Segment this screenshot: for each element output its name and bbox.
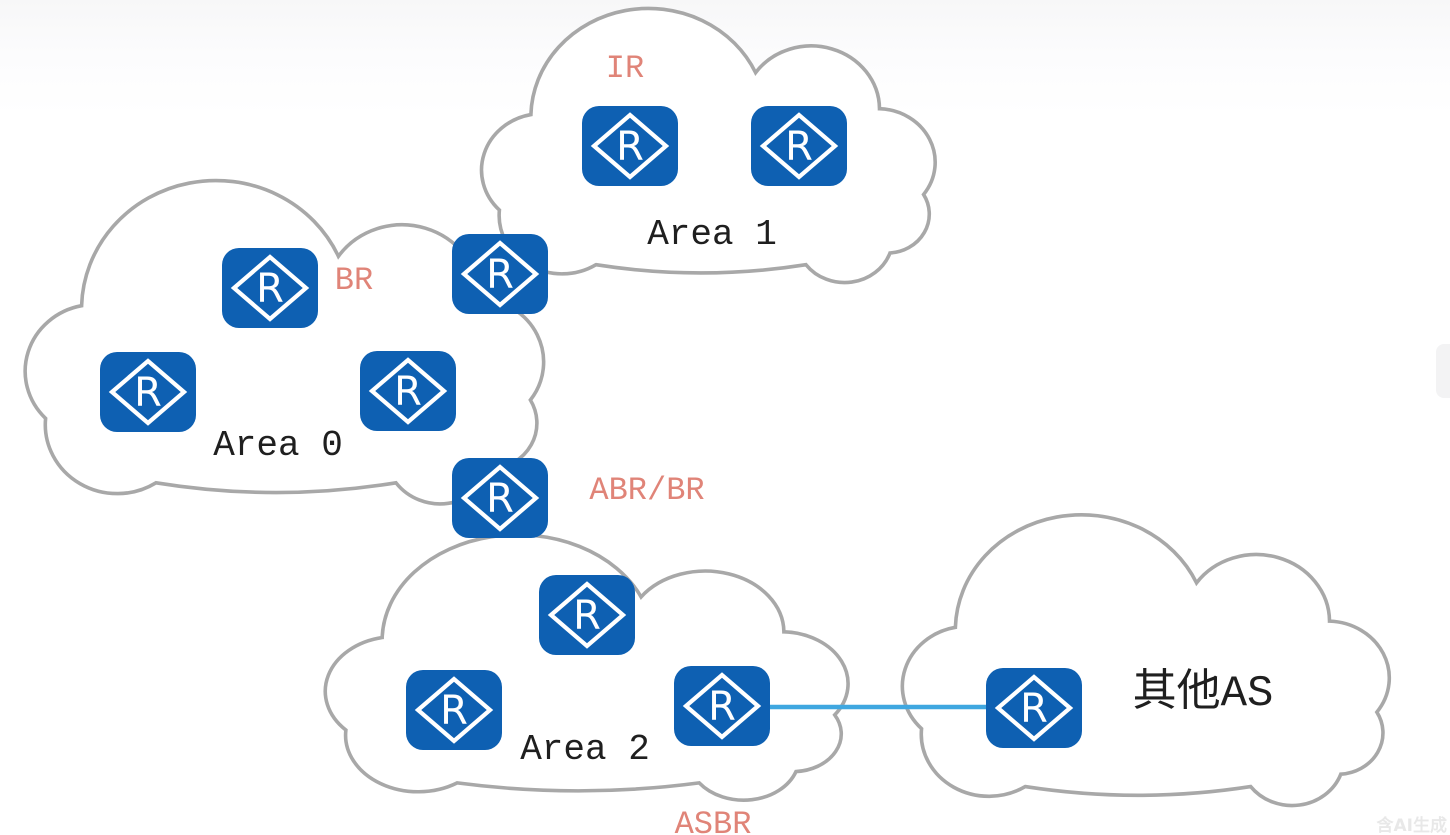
- router-letter: R: [616, 124, 644, 170]
- router-letter: R: [573, 593, 601, 639]
- router-letter: R: [1020, 686, 1048, 732]
- router-body: [452, 234, 548, 314]
- router-letter: R: [785, 124, 813, 170]
- router-diamond-icon: [994, 674, 1074, 742]
- label-asbr: ASBR: [674, 806, 752, 835]
- label-other-as: 其他AS: [1132, 669, 1274, 719]
- router-letter: R: [134, 370, 162, 416]
- label-area2: Area 2: [520, 729, 650, 770]
- router-area0-right: R: [360, 351, 456, 431]
- router-letter: R: [486, 476, 514, 522]
- router-br-area0-area1: R: [452, 234, 548, 314]
- right-edge-artifact: [1436, 344, 1450, 398]
- router-diamond-icon: [230, 254, 310, 322]
- router-body: [539, 575, 635, 655]
- router-body: [406, 670, 502, 750]
- router-body: [986, 668, 1082, 748]
- router-letter: R: [708, 684, 736, 730]
- label-br: BR: [334, 262, 374, 299]
- label-ir: IR: [605, 50, 645, 87]
- router-area0-left: R: [100, 352, 196, 432]
- router-body: [582, 106, 678, 186]
- router-body: [674, 666, 770, 746]
- router-letter: R: [394, 369, 422, 415]
- router-body: [100, 352, 196, 432]
- label-area1: Area 1: [647, 214, 777, 255]
- router-abr-area0-area2: R: [452, 458, 548, 538]
- router-area1-right: R: [751, 106, 847, 186]
- router-body: [751, 106, 847, 186]
- router-diamond-icon: [547, 581, 627, 649]
- router-letter: R: [440, 688, 468, 734]
- router-body: [222, 248, 318, 328]
- router-area2-left: R: [406, 670, 502, 750]
- router-diamond-icon: [368, 357, 448, 425]
- router-diamond-icon: [590, 112, 670, 180]
- router-other-as: R: [986, 668, 1082, 748]
- router-area0-top: R: [222, 248, 318, 328]
- router-diamond-icon: [460, 240, 540, 308]
- router-diamond-icon: [682, 672, 762, 740]
- label-abr-br: ABR/BR: [589, 472, 705, 509]
- router-body: [452, 458, 548, 538]
- router-body: [360, 351, 456, 431]
- router-letter: R: [486, 252, 514, 298]
- router-diamond-icon: [759, 112, 839, 180]
- router-diamond-icon: [414, 676, 494, 744]
- router-letter: R: [256, 266, 284, 312]
- router-asbr: R: [674, 666, 770, 746]
- router-area1-left: R: [582, 106, 678, 186]
- router-diamond-icon: [460, 464, 540, 532]
- label-area0: Area 0: [213, 425, 343, 466]
- routers: R R R R R: [100, 106, 1082, 750]
- router-diamond-icon: [108, 358, 188, 426]
- cloud-other-as: [902, 514, 1390, 806]
- ai-watermark: 含AI生成: [1376, 816, 1447, 835]
- router-area2-top: R: [539, 575, 635, 655]
